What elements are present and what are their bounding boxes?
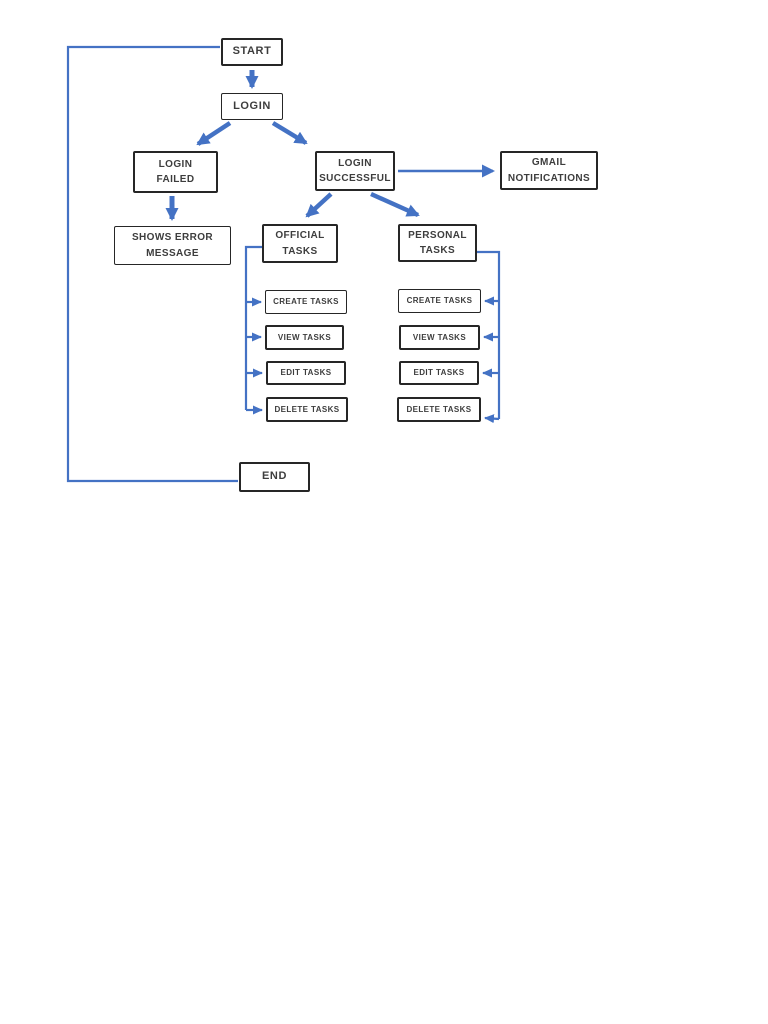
edge-personal-rail <box>477 250 501 419</box>
node-personal-delete-tasks: DELETE TASKS <box>397 397 481 422</box>
edge-login-successful <box>271 121 308 145</box>
node-end: END <box>239 462 310 492</box>
edge-personal-delete <box>484 414 500 424</box>
node-official-delete-tasks: DELETE TASKS <box>266 397 348 422</box>
node-official-tasks: OFFICIAL TASKS <box>262 224 338 263</box>
node-login-successful: LOGIN SUCCESSFUL <box>315 151 395 191</box>
node-personal-view-tasks: VIEW TASKS <box>399 325 480 350</box>
node-login: LOGIN <box>221 93 283 120</box>
node-official-create-tasks: CREATE TASKS <box>265 290 347 314</box>
node-shows-error-message: SHOWS ERROR MESSAGE <box>114 226 231 265</box>
edge-successful-personal <box>370 191 420 218</box>
edge-login-failed <box>196 121 232 146</box>
edge-successful-official <box>305 192 333 218</box>
edge-official-rail <box>244 245 262 410</box>
node-official-view-tasks: VIEW TASKS <box>265 325 344 350</box>
node-gmail-notifications: GMAIL NOTIFICATIONS <box>500 151 598 190</box>
node-start: START <box>221 38 283 66</box>
node-login-failed: LOGIN FAILED <box>133 151 218 193</box>
node-official-edit-tasks: EDIT TASKS <box>266 361 346 385</box>
node-personal-create-tasks: CREATE TASKS <box>398 289 481 313</box>
node-personal-tasks: PERSONAL TASKS <box>398 224 477 262</box>
node-personal-edit-tasks: EDIT TASKS <box>399 361 479 385</box>
